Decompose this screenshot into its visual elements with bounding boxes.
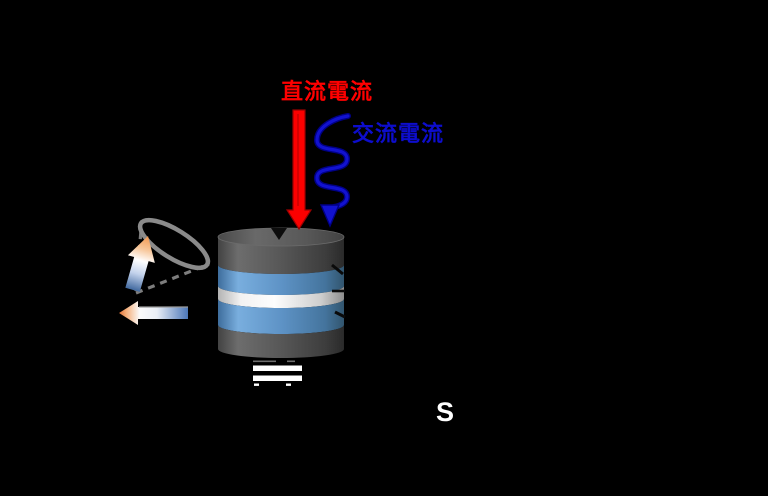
layer-upper-electrode [218,237,344,274]
layer-bottom-electrode [218,325,344,358]
ground-bar-1 [253,365,302,371]
ground-bar-2 [253,375,302,381]
pinned-magnetization-arrow-icon [119,301,188,325]
magnetization-arrow-icon [125,236,155,292]
ac-current-wave-icon [313,113,351,228]
precession-ring-icon [137,217,211,271]
layer-pointer-marks [331,263,346,319]
layer-upper-magnetic [218,265,344,295]
dc-current-label: 直流電流 [281,79,374,104]
magnet-pole-s-label: S [436,397,455,427]
top-contact-cone-icon [271,228,287,240]
device-cylinder [217,227,346,358]
layer-lower-magnetic [218,299,344,334]
ac-current-label: 交流電流 [352,121,445,146]
dc-current-arrow-icon [285,109,313,231]
layer-spacer [218,286,344,308]
ground-symbol [253,360,302,386]
